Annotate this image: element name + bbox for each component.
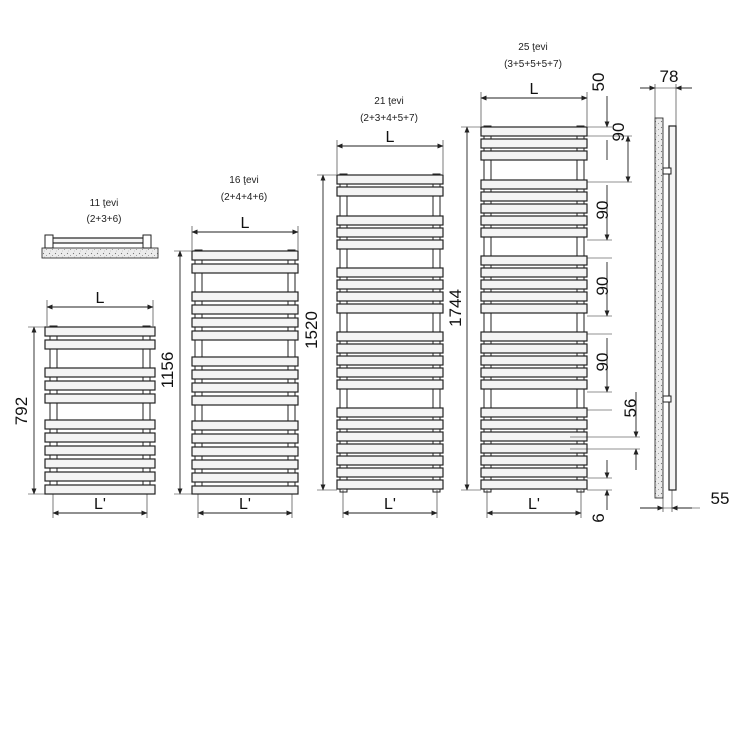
tube-grouping-label: (2+4+4+6) xyxy=(221,192,267,203)
tube-count-label: 11 ţevi xyxy=(90,198,119,209)
tube-grouping-label: (3+5+5+5+7) xyxy=(504,59,562,70)
width-label: L xyxy=(241,215,250,232)
top-offset-label: 50 xyxy=(589,73,608,92)
radiator-side-profile xyxy=(668,125,677,491)
radiator-tubes xyxy=(480,126,588,490)
wall-distance-label: 55 xyxy=(711,489,730,508)
axis-width-label: L' xyxy=(384,496,396,513)
bracket-top xyxy=(662,167,672,175)
tube-grouping-label: (2+3+6) xyxy=(86,214,121,225)
first-gap-label: 90 xyxy=(609,123,628,142)
width-label: L xyxy=(96,290,105,307)
gap-2-label: 90 xyxy=(593,277,612,296)
axis-width-label: L' xyxy=(528,496,540,513)
axis-width-label: L' xyxy=(239,496,251,513)
side-view: 78 55 xyxy=(640,67,729,512)
height-label: 1744 xyxy=(446,289,465,327)
radiator-tubes xyxy=(336,174,444,490)
gap-1-label: 90 xyxy=(593,201,612,220)
axis-width-label: L' xyxy=(94,496,106,513)
width-label: L xyxy=(386,129,395,146)
height-label: 792 xyxy=(12,397,31,425)
tube-count-label: 21 ţevi xyxy=(374,96,403,107)
gap-3-label: 90 xyxy=(593,353,612,372)
height-label: 1520 xyxy=(302,311,321,349)
radiator-21-tubes: 21 ţevi (2+3+4+5+7) L xyxy=(302,96,444,518)
depth-label: 78 xyxy=(660,67,679,86)
bottom-offset-label: 6 xyxy=(589,513,608,522)
radiator-tubes xyxy=(191,250,299,495)
radiator-tubes xyxy=(44,326,156,495)
radiator-top-view xyxy=(41,234,159,259)
height-label: 1156 xyxy=(158,352,177,389)
tube-count-label: 25 ţevi xyxy=(518,42,547,53)
tube-grouping-label: (2+3+4+5+7) xyxy=(360,113,418,124)
radiator-25-tubes: 25 ţevi (3+5+5+5+7) L xyxy=(446,42,640,523)
tube-count-label: 16 ţevi xyxy=(229,175,258,186)
wall-section xyxy=(654,117,664,499)
bottom-connection-label: 56 xyxy=(621,399,640,418)
radiator-11-tubes: 11 ţevi (2+3+6) L xyxy=(12,198,159,518)
bracket-bottom xyxy=(662,395,672,403)
spacing-dimensions: 50 90 90 90 90 56 xyxy=(570,73,640,523)
width-label: L xyxy=(530,81,539,98)
radiator-16-tubes: 16 ţevi (2+4+4+6) L 115 xyxy=(158,175,299,518)
